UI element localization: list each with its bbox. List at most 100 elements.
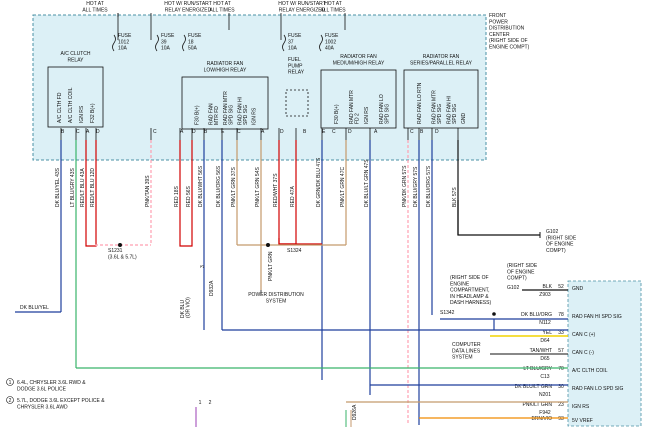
legend-text: 6.4L, CHRYSLER 3.6L RWD &DODGE 3.6L POLI… (17, 380, 86, 392)
splice-dot (118, 243, 122, 247)
circuit-id: 2 (209, 400, 212, 406)
conn-pin: 78 (558, 312, 564, 318)
conn-pin: 23 (558, 402, 564, 408)
relay-rad-med-high-pin-label: RAD FAN LOSPD SIG (379, 94, 391, 124)
relay-ac-clutch (47, 66, 104, 128)
wire-label: PNK/DK GRN 57S (402, 165, 408, 207)
pin-letter: C (76, 129, 80, 135)
pin-letter: C (410, 129, 414, 135)
wire-label: DK BLU/WHT 56S (198, 165, 204, 207)
relay-ac-clutch-pin-label: F32 B(+) (90, 103, 96, 123)
relay-ac-clutch-pin-label: A/C CLTH COIL (68, 87, 74, 123)
wire-label: DK BLU/ORG 56S (216, 165, 222, 207)
conn-function: GND (572, 286, 584, 292)
conn-circuit: F942 (539, 410, 551, 416)
pin-letter: C (237, 129, 241, 135)
pin-letter: B (204, 129, 208, 135)
wire-label: PNK/TAN 39S (145, 175, 151, 207)
fuse-symbol (182, 34, 186, 52)
legend-marker (6, 378, 14, 386)
wire-label: RED/LT BLU 43A (80, 168, 86, 207)
pin-letter: E (221, 129, 225, 135)
dk-blu-yel-label: DK BLU/YEL (20, 305, 49, 311)
fuse-symbol (155, 34, 159, 52)
pink-bus (95, 244, 151, 246)
conn-wire-color: LT BLU/GRY (523, 366, 552, 372)
conn-circuit: N201 (539, 392, 551, 398)
splice-s1231: S1231(3.6L & 5.7L) (108, 248, 137, 260)
pin-letter: D (435, 129, 439, 135)
relay-rad-low-high-pin-label: RAD FANMTR FD (209, 103, 221, 125)
conn-pin: 93 (558, 416, 564, 422)
conn-function: A/C CLTH COIL (572, 368, 608, 374)
wire-label: RED 47A (290, 185, 296, 207)
splice-s1324: S1324 (287, 248, 302, 254)
relay-rad-series-pin-label: GND (461, 113, 467, 125)
conn-pin: 70 (558, 366, 564, 372)
relay-rad-series-pin-label: RAD FAN LO RTN (417, 82, 423, 124)
conn-circuit: N112 (539, 320, 551, 326)
conn-circuit: D65 (540, 356, 549, 362)
circuit-id: D932A (209, 280, 215, 296)
conn-wire-color: BLK (543, 284, 553, 290)
dk-blu-vio-label: DK BLU(OR VIO) (180, 297, 192, 318)
pin-letter: B (61, 129, 65, 135)
relay-rad-med-high-pin-label: IGN RS (364, 106, 370, 124)
relay-rad-series-pin-label: RAD FAN MTRSPD SIG (432, 90, 444, 124)
conn-wire-color: DK BLU/LT GRN (515, 384, 553, 390)
conn-function: IGN RS (572, 404, 590, 410)
pin-letter: B (303, 129, 307, 135)
relay-rad-low-high (181, 76, 269, 130)
red-loop-1 (179, 238, 193, 247)
fuse-symbol (282, 34, 286, 52)
fuse-symbol (319, 34, 323, 52)
conn-circuit: D64 (540, 338, 549, 344)
pcm-connector (567, 280, 642, 427)
circuit-id: D926A (352, 404, 358, 420)
conn-wire-color: TAN/WHT (530, 348, 552, 354)
pin-letter: B (420, 129, 424, 135)
wire-label: DK BLU/YEL 43S (55, 167, 61, 207)
relay-ac-clutch-pin-label: A/C CLTH FD (57, 92, 63, 123)
splice-dot (266, 243, 270, 247)
conn-circuit: C13 (540, 374, 549, 380)
relay-rad-med-high-pin-label: F30 B(+) (334, 104, 340, 124)
conn-pin: 33 (558, 330, 564, 336)
splice-dot (492, 312, 496, 316)
blk-to-g102 (457, 200, 540, 236)
relay-rad-series-pin-label: RAD FAN HISPD SIG (446, 96, 458, 124)
wire-label: RED 18S (174, 185, 180, 207)
wire-label: BLK 57S (452, 187, 458, 207)
wire-label: DK BLU/ORG 57S (426, 165, 432, 207)
red-loop-4 (278, 238, 322, 245)
relay-rad-med-high-pin-label: RAD FAN MTRFD 2 (349, 90, 361, 124)
conn-circuit: Z903 (539, 292, 551, 298)
relay-rad-low-high-pin-label: RAD FAN HISPD SIG (237, 97, 249, 125)
relay-rad-med-high (320, 69, 397, 129)
relay-ac-clutch-pin-label: IGN RS (79, 105, 85, 123)
circuit-id: 3 (200, 265, 206, 268)
wire-label: RED 56S (186, 185, 192, 207)
pin-letter: D (192, 129, 196, 135)
conn-function: CAN C (-) (572, 350, 594, 356)
conn-wire-color: BRN/VIO (531, 416, 552, 422)
pnk-lt-grn-label: PNK/LT GRN (268, 251, 274, 281)
conn-function: RAD FAN HI SPD SIG (572, 314, 622, 320)
pin-letter: C (332, 129, 336, 135)
relay-rad-low-high-pin-label: F30 B(+) (194, 105, 200, 125)
